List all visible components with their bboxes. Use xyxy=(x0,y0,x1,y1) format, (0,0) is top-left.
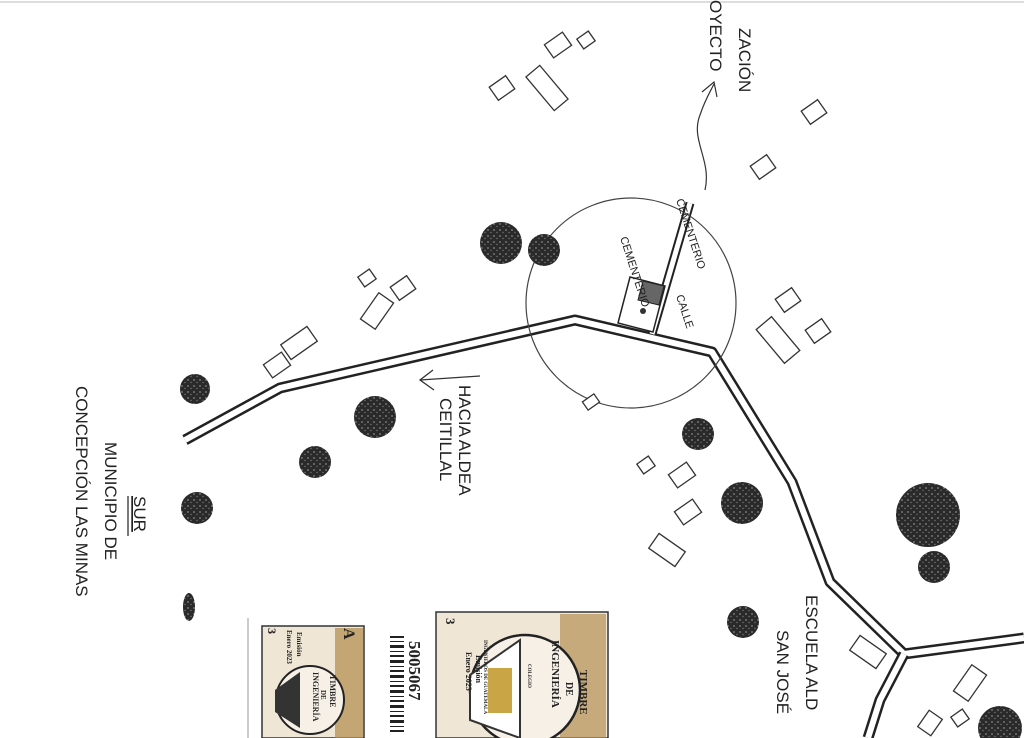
direction-label-line2: CEITILLAL xyxy=(436,398,455,481)
stamp-issue: Enero 2023 xyxy=(464,652,473,691)
school-label-line2: SAN JOSÉ xyxy=(773,630,792,714)
stamp-title: INGENIERÍA xyxy=(311,672,321,722)
stamp-issue: Emisión xyxy=(474,655,483,684)
street-label: CALLE xyxy=(673,293,695,330)
stamp-org: INGENIEROS DE GUATEMALA xyxy=(482,640,487,714)
stamp-value: 3 xyxy=(443,618,458,625)
location-arrow xyxy=(696,83,715,191)
cemetery-plot xyxy=(617,276,666,333)
houses xyxy=(262,30,988,737)
direction-arrow-icon xyxy=(418,369,481,391)
stamp-value: 3 xyxy=(265,628,279,634)
trees xyxy=(180,222,1022,738)
project-area-circle xyxy=(525,197,737,409)
stamp-title: DE xyxy=(319,690,327,700)
stamp-serial-number: 5005067 xyxy=(405,641,424,701)
stamp-issue: Emisión xyxy=(295,632,303,657)
stamp-title: TIMBRE xyxy=(328,675,337,707)
arrow-head-icon xyxy=(701,80,718,98)
main-road xyxy=(182,314,1024,738)
top-label-line1: ZACIÓN xyxy=(735,28,754,92)
municipality-line1: MUNICIPIO DE xyxy=(101,442,120,560)
engineering-stamp-small: A TIMBRE DE INGENIERÍA Emisión Enero 202… xyxy=(261,625,365,738)
engineering-stamp-large: TIMBRE DE INGENIERÍA COLEGIO INGENIEROS … xyxy=(435,611,609,738)
barcode xyxy=(390,636,404,732)
direction-label-line1: HACIA ALDEA xyxy=(455,385,474,496)
south-label: SUR xyxy=(130,496,149,532)
stamp-issue: Enero 2023 xyxy=(285,630,293,664)
municipality-line2: CONCEPCIÓN LAS MINAS xyxy=(72,386,91,597)
stamp-title: TIMBRE xyxy=(577,670,589,715)
school-label-line1: ESCUELA ALD xyxy=(802,595,821,710)
stamp-title: INGENIERÍA xyxy=(549,640,561,708)
stamp-title: DE xyxy=(563,682,574,696)
stamp-org: COLEGIO xyxy=(526,664,531,688)
top-label-line2: OYECTO xyxy=(706,0,725,71)
stamp-letter: A xyxy=(340,628,357,640)
